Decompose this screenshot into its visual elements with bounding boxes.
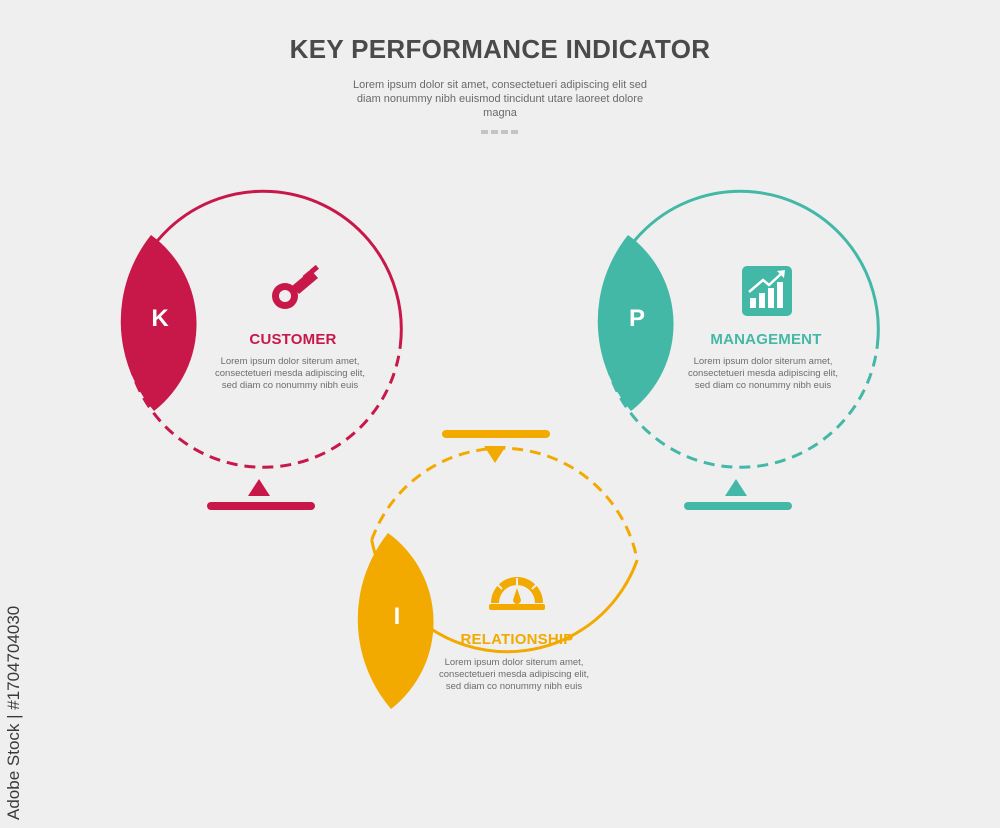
management-title: MANAGEMENT (710, 331, 822, 348)
management-description: Lorem ipsum dolor siterum amet, consecte… (688, 356, 838, 391)
customer-stand-base (207, 502, 315, 510)
management-letter-segment (597, 235, 674, 411)
chart-growth-icon (742, 266, 792, 316)
relationship-stand-arrow (484, 446, 506, 463)
relationship-letter: I (393, 603, 401, 630)
management-stand-base (684, 502, 792, 510)
customer-description: Lorem ipsum dolor siterum amet, consecte… (215, 356, 365, 391)
page-subtitle: Lorem ipsum dolor sit amet, consectetuer… (352, 79, 648, 119)
title-divider-dots (481, 130, 518, 134)
management-stand-arrow (725, 479, 747, 496)
customer-circle (120, 189, 403, 510)
relationship-description: Lorem ipsum dolor siterum amet, consecte… (439, 657, 589, 692)
relationship-title: RELATIONSHIP (460, 631, 574, 648)
customer-stand-arrow (248, 479, 270, 496)
key-icon (272, 264, 319, 309)
customer-title: CUSTOMER (249, 331, 337, 348)
management-circle (597, 189, 880, 510)
management-letter: P (628, 305, 645, 332)
relationship-circle (357, 430, 639, 709)
customer-letter-segment (120, 235, 197, 411)
stock-watermark: Adobe Stock | #1704704030 (4, 605, 23, 820)
relationship-stand-base (442, 430, 550, 438)
speedometer-icon (489, 577, 545, 610)
customer-letter: K (151, 305, 169, 332)
page-title: KEY PERFORMANCE INDICATOR (289, 34, 711, 64)
relationship-letter-segment (357, 533, 434, 709)
